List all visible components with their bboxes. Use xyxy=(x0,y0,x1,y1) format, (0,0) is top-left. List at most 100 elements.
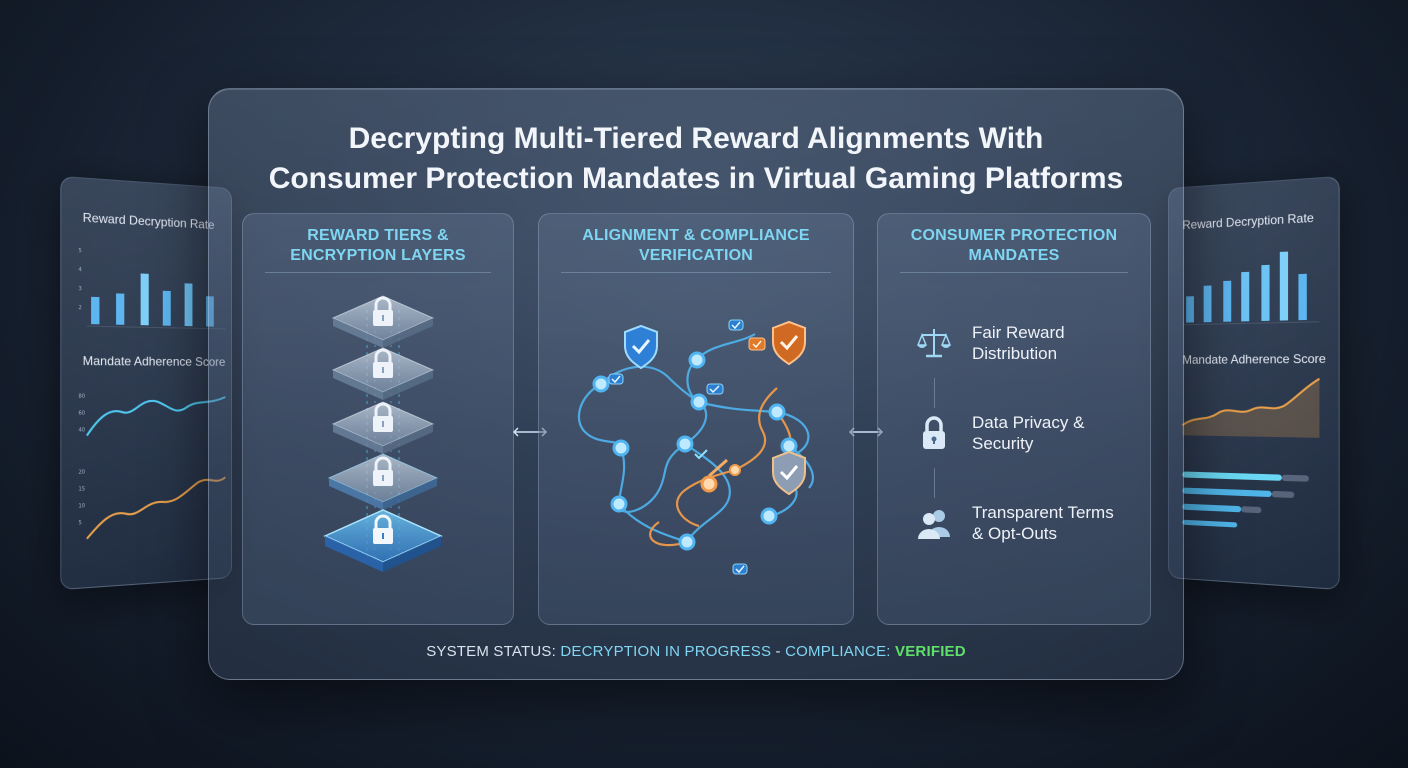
page-title-line-2: Consumer Protection Mandates in Virtual … xyxy=(268,162,1124,195)
encryption-layer-4 xyxy=(327,453,439,510)
network-paths-orange xyxy=(649,387,792,547)
right-progress-2 xyxy=(1182,487,1272,498)
mandate-data-privacy-line-1: Data Privacy & xyxy=(972,413,1085,432)
right-bar-1 xyxy=(1186,296,1194,323)
svg-text:40: 40 xyxy=(78,427,85,433)
status-compliance-label: COMPLIANCE: xyxy=(785,643,896,660)
status-prefix: SYSTEM STATUS: xyxy=(426,643,561,660)
right-dashboard-panel: Reward Decryption Rate Mandate Adherence… xyxy=(1168,175,1340,591)
lock-icon xyxy=(373,456,393,486)
encryption-layer-5 xyxy=(323,509,443,572)
users-icon xyxy=(914,503,954,543)
page-title-line-1: Decrypting Multi-Tiered Reward Alignment… xyxy=(348,122,1044,155)
mandate-fair-reward-label: Fair Reward Distribution xyxy=(972,322,1132,364)
svg-text:5: 5 xyxy=(78,248,81,254)
reward-tiers-panel: REWARD TIERS & ENCRYPTION LAYERS xyxy=(242,213,514,625)
shield-check-icon xyxy=(772,450,806,496)
alignment-divider xyxy=(561,272,831,273)
right-progress-3 xyxy=(1182,503,1242,513)
shield-check-icon xyxy=(772,320,806,366)
svg-text:4: 4 xyxy=(78,267,81,273)
left-line-charts: 80 60 40 20 15 10 5 xyxy=(78,385,227,554)
network-nodes xyxy=(592,351,798,551)
svg-text:2: 2 xyxy=(78,305,81,311)
check-marker-icons xyxy=(608,319,766,575)
main-dashboard-card: Decrypting Multi-Tiered Reward Alignment… xyxy=(208,88,1184,680)
left-line-cyan xyxy=(87,397,225,436)
reward-tiers-divider xyxy=(265,272,491,273)
consumer-protection-divider xyxy=(900,272,1128,273)
right-reward-rate-title: Reward Decryption Rate xyxy=(1182,210,1314,233)
shield-check-icon xyxy=(624,324,658,370)
consumer-protection-heading-line-2: MANDATES xyxy=(968,247,1060,264)
consumer-protection-heading-line-1: CONSUMER PROTECTION xyxy=(910,227,1118,244)
svg-text:10: 10 xyxy=(78,503,85,510)
mandate-connector-1 xyxy=(934,378,935,408)
left-bar-1 xyxy=(91,296,100,325)
encryption-layer-3 xyxy=(331,401,435,454)
page-title: Decrypting Multi-Tiered Reward Alignment… xyxy=(209,119,1183,199)
lock-icon xyxy=(373,348,393,378)
reward-tiers-heading: REWARD TIERS & ENCRYPTION LAYERS xyxy=(243,226,513,266)
alignment-heading: ALIGNMENT & COMPLIANCE VERIFICATION xyxy=(539,226,853,266)
alignment-heading-line-1: ALIGNMENT & COMPLIANCE xyxy=(582,227,810,244)
mandate-transparent-terms-line-2: & Opt-Outs xyxy=(972,524,1058,543)
mandate-data-privacy-label: Data Privacy & Security xyxy=(972,412,1132,454)
consumer-protection-panel: CONSUMER PROTECTION MANDATES Fair Reward… xyxy=(877,213,1151,625)
mandate-fair-reward-line-1: Fair Reward xyxy=(972,323,1065,342)
lock-icon xyxy=(914,413,954,453)
left-line-orange xyxy=(87,477,225,539)
lock-icon xyxy=(373,402,393,432)
left-reward-rate-title: Reward Decryption Rate xyxy=(82,210,215,233)
left-dashboard-panel: Reward Decryption Rate 5 4 3 2 Mandate A… xyxy=(60,175,232,591)
svg-text:20: 20 xyxy=(78,469,85,475)
encryption-layer-1 xyxy=(331,295,435,348)
mandate-data-privacy-line-2: Security xyxy=(972,434,1034,453)
right-bar-2 xyxy=(1203,285,1212,323)
alignment-verification-panel: ALIGNMENT & COMPLIANCE VERIFICATION xyxy=(538,213,854,625)
mandate-fair-reward-line-2: Distribution xyxy=(972,344,1058,363)
svg-text:60: 60 xyxy=(78,410,85,416)
right-progress-charts xyxy=(1179,375,1331,528)
lock-icon xyxy=(373,514,393,544)
right-progress-1 xyxy=(1182,471,1282,481)
system-status-bar: SYSTEM STATUS: DECRYPTION IN PROGRESS - … xyxy=(209,643,1183,660)
left-bar-2 xyxy=(116,293,125,325)
right-bar-chart xyxy=(1179,251,1331,335)
right-area-fill xyxy=(1182,378,1320,438)
status-separator: - xyxy=(771,643,786,660)
svg-text:5: 5 xyxy=(78,520,81,526)
right-bar-5 xyxy=(1261,264,1270,321)
link-arrow-left xyxy=(512,427,548,437)
reward-tiers-heading-line-1: REWARD TIERS & xyxy=(307,227,449,244)
svg-text:80: 80 xyxy=(78,394,85,400)
link-arrow-right xyxy=(848,427,884,437)
mandate-fair-reward: Fair Reward Distribution xyxy=(914,322,1132,364)
compliance-network-diagram xyxy=(577,319,814,575)
lock-icon xyxy=(373,296,393,326)
status-decryption: DECRYPTION IN PROGRESS xyxy=(560,643,772,660)
left-bar-4 xyxy=(162,290,171,326)
scales-icon xyxy=(914,323,954,363)
reward-tiers-heading-line-2: ENCRYPTION LAYERS xyxy=(290,247,466,264)
status-verified-badge: VERIFIED xyxy=(895,643,966,660)
left-bar-5 xyxy=(184,283,193,327)
mandate-data-privacy: Data Privacy & Security xyxy=(914,412,1132,454)
mandate-transparent-terms: Transparent Terms & Opt-Outs xyxy=(914,502,1132,544)
right-progress-4 xyxy=(1182,519,1238,528)
left-bar-6 xyxy=(206,296,214,327)
consumer-protection-heading: CONSUMER PROTECTION MANDATES xyxy=(878,226,1150,266)
alignment-heading-line-2: VERIFICATION xyxy=(638,247,754,264)
right-bar-7 xyxy=(1298,273,1307,321)
mandate-transparent-terms-line-1: Transparent Terms xyxy=(972,503,1114,522)
encryption-layer-2 xyxy=(331,347,435,400)
svg-text:3: 3 xyxy=(78,286,81,292)
left-adherence-title: Mandate Adherence Score xyxy=(82,353,226,369)
left-bar-3 xyxy=(140,273,149,326)
left-bar-chart: 5 4 3 2 xyxy=(78,248,227,338)
right-adherence-title: Mandate Adherence Score xyxy=(1182,351,1326,367)
mandate-connector-2 xyxy=(934,468,935,498)
right-bar-6 xyxy=(1279,251,1289,321)
encryption-layer-stack xyxy=(323,295,443,572)
svg-text:15: 15 xyxy=(78,486,85,493)
